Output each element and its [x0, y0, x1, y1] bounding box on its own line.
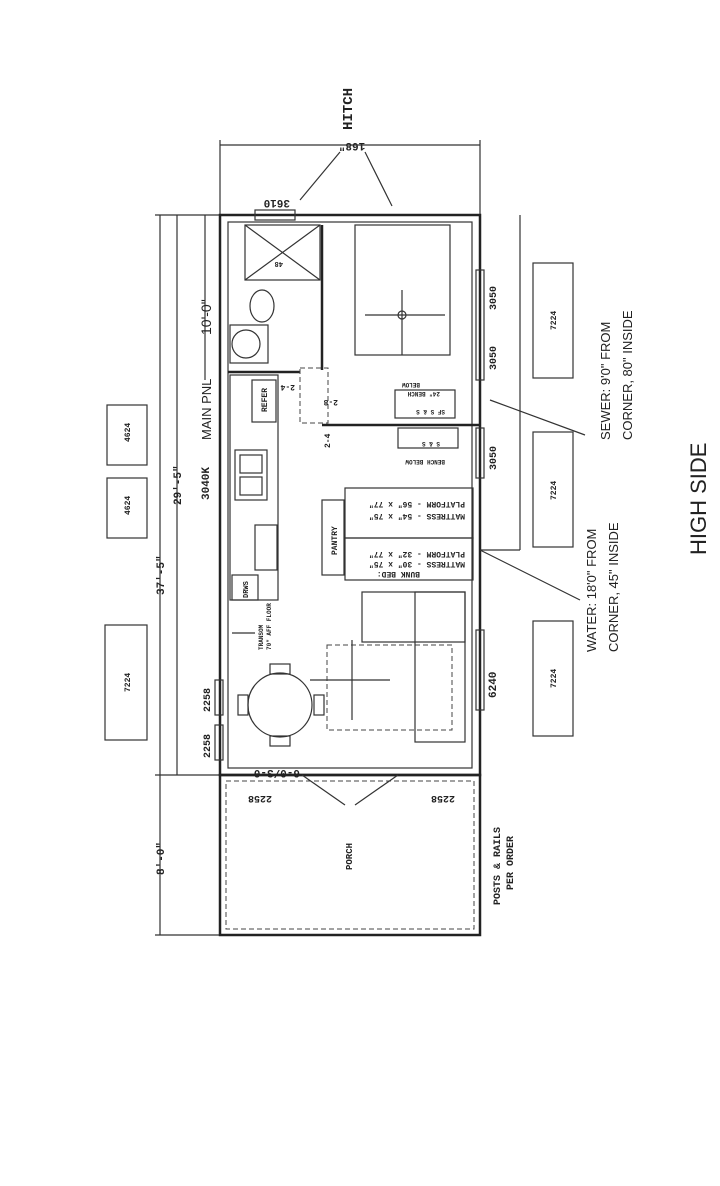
svg-text:BUNK BED:: BUNK BED:: [377, 569, 420, 578]
dining-table: [247, 672, 313, 738]
refrigerator: [251, 379, 277, 423]
range: [254, 524, 278, 571]
pier-left: 4624: [106, 477, 148, 539]
sink: [229, 324, 269, 364]
svg-text:MATTRESS - 54" x 75": MATTRESS - 54" x 75": [369, 511, 465, 520]
porch-label: PORCH: [345, 843, 355, 870]
hitch-label: HITCH: [341, 88, 357, 130]
sewer-note: SEWER: 9'0" FROM: [598, 322, 613, 440]
svg-text:7224: 7224: [550, 669, 559, 688]
svg-text:7224: 7224: [550, 311, 559, 330]
bench-top: [394, 389, 456, 419]
main-panel-label: MAIN PNL: [199, 379, 214, 440]
svg-text:PLATFORM - 56" x 77": PLATFORM - 56" x 77": [369, 499, 465, 508]
window-3050: 3050: [489, 346, 500, 370]
porch: [218, 773, 482, 937]
svg-text:SF S & S: SF S & S: [416, 408, 445, 415]
svg-text:CORNER, 80" INSIDE: CORNER, 80" INSIDE: [620, 310, 635, 440]
hitch-arrow: [299, 151, 341, 201]
svg-text:PER ORDER: PER ORDER: [506, 836, 517, 890]
high-side-title: HIGH SIDE: [686, 443, 711, 555]
svg-text:2-4: 2-4: [324, 433, 333, 448]
window-2258: 2258: [248, 792, 272, 803]
svg-text:2-8: 2-8: [323, 397, 338, 406]
entry-door: [301, 774, 346, 806]
porch-dimension: 8'-0": [156, 842, 168, 875]
window-2258: 2258: [203, 734, 214, 758]
svg-text:4624: 4624: [124, 423, 133, 442]
svg-text:4624: 4624: [124, 496, 133, 515]
kitchen-counter: [229, 374, 279, 601]
posts-rails-note: POSTS & RAILS: [493, 827, 504, 905]
window-2258: 2258: [203, 688, 214, 712]
pantry: [321, 499, 345, 576]
rug: [326, 644, 453, 731]
bedroom-dimension: 10'-0": [198, 299, 214, 335]
window-3050: 3050: [489, 446, 500, 470]
kitchen-window-label: 3040K: [201, 467, 213, 500]
door-label: 6-0/3-0: [254, 766, 300, 778]
pier-left: 4624: [106, 404, 148, 466]
shower: [244, 224, 321, 281]
window-6240: [475, 629, 485, 711]
svg-text:48: 48: [275, 259, 283, 267]
svg-text:TRANSOM: TRANSOM: [258, 624, 265, 650]
window-3610: [254, 209, 296, 221]
svg-text:DRWS: DRWS: [243, 581, 251, 598]
svg-text:BENCH BELOW: BENCH BELOW: [405, 458, 445, 465]
pier-right: 7224: [532, 620, 574, 737]
svg-text:S & S: S & S: [422, 440, 440, 447]
svg-text:24" BENCH: 24" BENCH: [407, 390, 440, 397]
svg-text:PLATFORM - 32" x 77": PLATFORM - 32" x 77": [369, 549, 465, 558]
svg-text:7224: 7224: [550, 481, 559, 500]
pier-right: 7224: [532, 262, 574, 379]
svg-text:70" AFF FLOOR: 70" AFF FLOOR: [266, 603, 273, 650]
window-2258: 2258: [431, 792, 455, 803]
bunk-bed: [344, 537, 474, 581]
svg-text:2-4: 2-4: [280, 382, 295, 391]
svg-text:BELOW: BELOW: [402, 381, 420, 388]
toilet-icon: [249, 289, 275, 323]
water-note: WATER: 18'0" FROM: [584, 529, 599, 652]
svg-text:CORNER, 45" INSIDE: CORNER, 45" INSIDE: [606, 522, 621, 652]
svg-text:PANTRY: PANTRY: [331, 526, 340, 555]
sofa: [361, 591, 466, 643]
pier-left: 7224: [104, 624, 148, 741]
svg-text:REFER: REFER: [261, 388, 270, 412]
svg-text:3610: 3610: [264, 196, 290, 208]
svg-text:7224: 7224: [124, 673, 133, 692]
svg-text:MATTRESS - 30" x 75": MATTRESS - 30" x 75": [369, 559, 465, 568]
kitchen-sink: [234, 449, 268, 501]
window-3050: 3050: [489, 286, 500, 310]
main-dimension: 29'-5": [173, 465, 185, 505]
pier-right: 7224: [532, 431, 574, 548]
svg-text:6240: 6240: [488, 672, 500, 698]
overall-dimension: 37'-5": [156, 555, 168, 595]
bench-bottom: [397, 427, 459, 449]
